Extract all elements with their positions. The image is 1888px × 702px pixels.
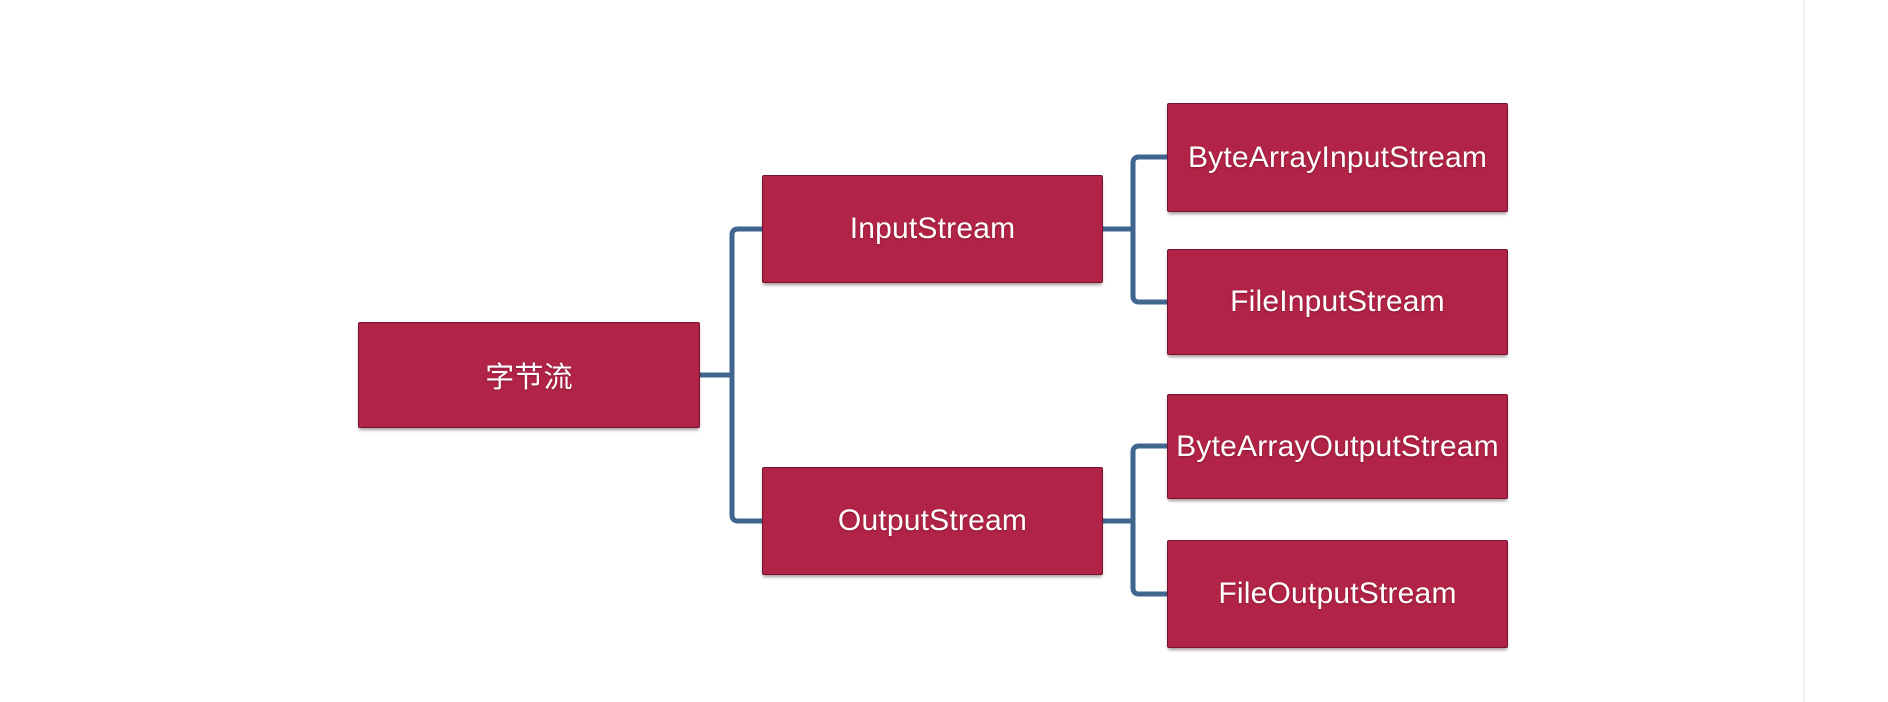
node-file-output-stream: FileOutputStream [1167, 540, 1508, 648]
connector-root-bracket [729, 226, 762, 524]
connector-output-bracket [1130, 443, 1167, 597]
video-edge-artifact-line [1803, 0, 1805, 702]
connector-input-bracket [1130, 154, 1167, 305]
node-byte-array-output-stream: ByteArrayOutputStream [1167, 394, 1508, 499]
node-byte-stream: 字节流 [358, 322, 700, 428]
node-output-stream: OutputStream [762, 467, 1103, 575]
node-input-stream: InputStream [762, 175, 1103, 283]
node-byte-array-input-stream: ByteArrayInputStream [1167, 103, 1508, 212]
node-file-input-stream: FileInputStream [1167, 249, 1508, 355]
